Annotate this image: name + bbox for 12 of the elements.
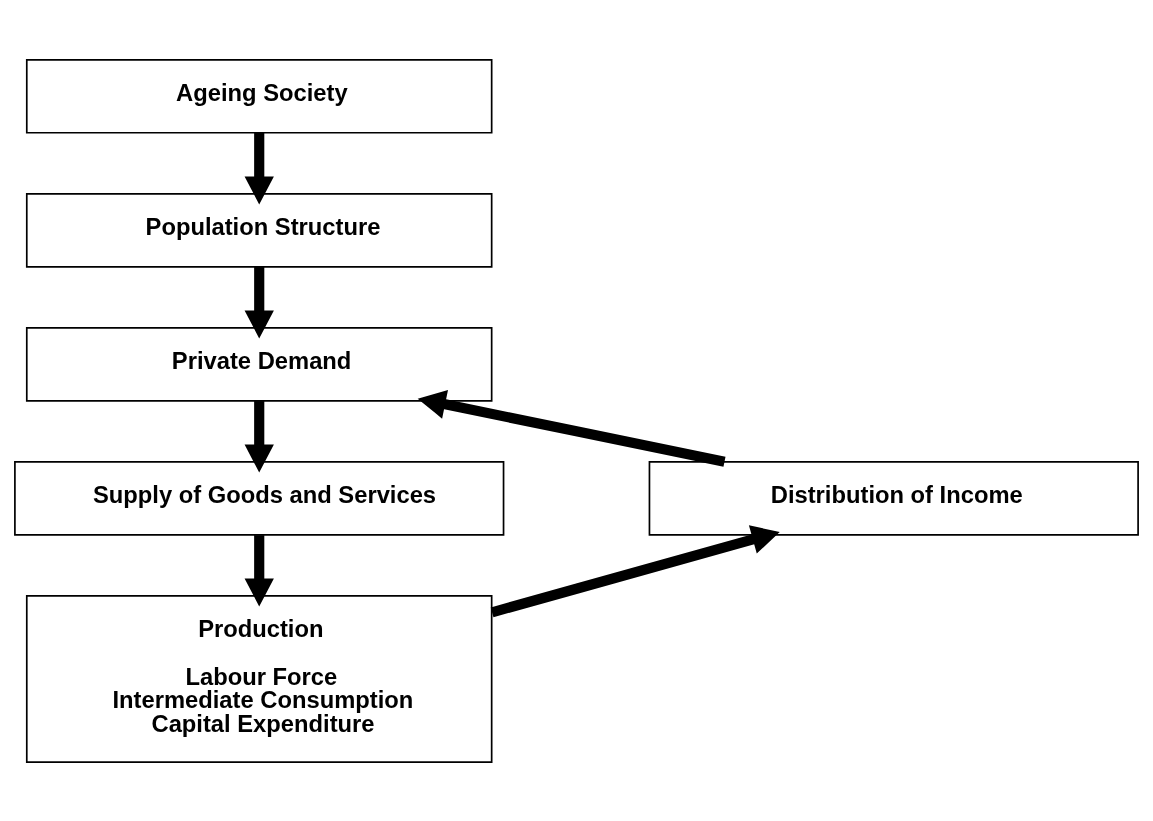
node-box: Distribution of Income [648, 460, 1139, 536]
node-box: Production Labour Force Intermediate Consumption Capital Expenditure [25, 594, 493, 763]
arrow [417, 389, 726, 467]
node-box: Ageing Society [25, 58, 493, 134]
node-box: Private Demand [25, 326, 493, 402]
node-box: Supply of Goods and Services [14, 460, 505, 536]
node-box: Population Structure [25, 192, 493, 268]
arrow [244, 400, 274, 473]
arrow [244, 266, 274, 338]
arrow [244, 534, 274, 606]
arrow [490, 524, 780, 617]
arrow [244, 132, 274, 204]
